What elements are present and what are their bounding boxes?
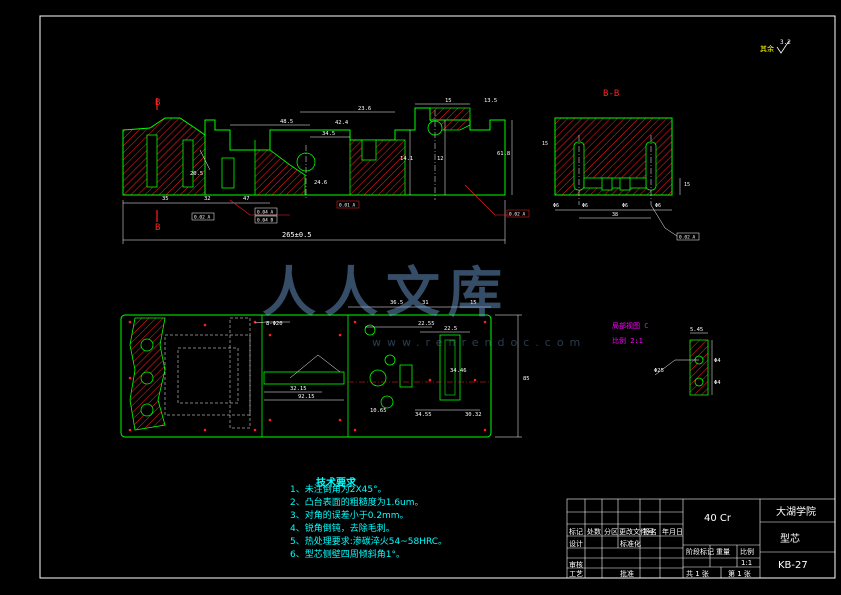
tolerance-frames: 0.02 A 0.04 A 0.04 B 0.01 A 0.02 A 0.02 … [191, 200, 700, 241]
row-label: 审核 [569, 561, 583, 569]
svg-text:31: 31 [422, 300, 429, 306]
detail-caption: 局部视图 C [612, 321, 648, 330]
svg-text:10.65: 10.65 [370, 408, 387, 414]
drawing-number: KB-27 [778, 560, 808, 571]
svg-text:0.02 A: 0.02 A [509, 212, 526, 218]
sheet-count: 共 1 张 [686, 570, 709, 578]
svg-text:Φ25: Φ25 [654, 368, 664, 374]
svg-text:23.6: 23.6 [358, 106, 371, 112]
notes-title: 技术要求 [316, 478, 356, 489]
right-header-weight: 重量 [716, 548, 730, 556]
svg-text:34.5: 34.5 [322, 131, 335, 137]
right-header-scale: 比例 [740, 548, 754, 556]
roughness-note: 其余 3.2 [760, 39, 791, 54]
svg-text:8-Φ20: 8-Φ20 [266, 321, 283, 327]
detail-view-c [654, 332, 713, 396]
scale-value: 1:1 [741, 559, 753, 567]
row-label: 批准 [620, 570, 634, 578]
svg-text:0.04 A: 0.04 A [257, 210, 274, 216]
watermark-url: www.renrendoc.com [372, 336, 587, 349]
svg-text:20.5: 20.5 [190, 171, 203, 177]
svg-text:15: 15 [470, 300, 477, 306]
section-mark-bottom: B [155, 223, 160, 233]
svg-text:92.15: 92.15 [298, 394, 315, 400]
svg-text:15: 15 [445, 98, 452, 104]
svg-text:Φ4: Φ4 [714, 380, 721, 386]
school-name: 大湖学院 [776, 507, 816, 518]
overall-length-dim: 265±0.5 [282, 231, 312, 239]
svg-text:24.6: 24.6 [314, 180, 327, 186]
front-section-view [122, 98, 513, 244]
header-cell: 分区 [604, 528, 618, 536]
svg-text:14.1: 14.1 [400, 156, 413, 162]
svg-text:13.5: 13.5 [484, 98, 497, 104]
plan-dimensions: 36.5 31 15 22.55 22.5 32.15 92.15 8-Φ20 … [266, 300, 530, 418]
section-label: B-B [603, 89, 619, 99]
right-header-stage: 阶段标记 [686, 548, 714, 556]
note-line: 2、凸台表面的粗糙度为1.6um。 [290, 498, 424, 508]
note-line: 1、未注倒角为2X45°。 [290, 485, 387, 495]
svg-text:0.04 B: 0.04 B [257, 218, 274, 224]
plan-view [120, 306, 522, 438]
detail-scale: 比例 2:1 [612, 336, 643, 345]
svg-text:Φ6: Φ6 [553, 203, 559, 209]
header-cell: 签名 [643, 528, 657, 536]
svg-text:35: 35 [162, 196, 169, 202]
header-cell: 标记 [569, 528, 583, 536]
svg-text:0.01 A: 0.01 A [339, 203, 356, 209]
side-section-view [554, 117, 681, 237]
technical-notes: 1、未注倒角为2X45°。 2、凸台表面的粗糙度为1.6um。 3、对角的误差小… [290, 484, 447, 562]
sheet-index: 第 1 张 [728, 570, 751, 578]
svg-text:32: 32 [204, 196, 211, 202]
svg-text:3.2: 3.2 [780, 39, 791, 46]
svg-text:36.5: 36.5 [390, 300, 403, 306]
svg-text:22.5: 22.5 [444, 326, 457, 332]
svg-text:32.15: 32.15 [290, 386, 307, 392]
note-line: 6、型芯侧壁四周倾斜角1°。 [290, 550, 405, 560]
part-name: 型芯 [780, 534, 800, 545]
detail-dimensions: 5.45 Φ25 Φ4 Φ4 [654, 327, 721, 386]
svg-text:47: 47 [243, 196, 250, 202]
svg-text:其余: 其余 [760, 44, 774, 53]
note-line: 4、锐角倒钝，去除毛刺。 [290, 524, 395, 534]
svg-text:15: 15 [684, 182, 690, 188]
svg-text:0.02 A: 0.02 A [194, 215, 211, 221]
svg-text:15: 15 [542, 141, 548, 147]
svg-text:Φ6: Φ6 [655, 203, 661, 209]
front-dimensions: 48.5 42.4 23.6 34.5 15 13.5 14.1 61.8 12… [162, 98, 510, 202]
row-label: 标准化 [620, 540, 641, 548]
material-field: 40 Cr [704, 513, 731, 524]
svg-text:42.4: 42.4 [335, 120, 349, 126]
svg-text:Φ6: Φ6 [622, 203, 628, 209]
svg-text:12: 12 [437, 156, 444, 162]
svg-text:22.55: 22.55 [418, 321, 435, 327]
svg-text:Φ4: Φ4 [714, 358, 721, 364]
svg-text:38: 38 [612, 212, 618, 218]
section-mark-top: B [155, 98, 160, 108]
svg-text:Φ6: Φ6 [582, 203, 588, 209]
svg-text:0.02 A: 0.02 A [679, 235, 696, 241]
svg-text:34.46: 34.46 [450, 368, 467, 374]
svg-text:30.32: 30.32 [465, 412, 482, 418]
row-label: 工艺 [569, 570, 583, 578]
sheet-frame [39, 15, 836, 579]
svg-text:48.5: 48.5 [280, 119, 293, 125]
svg-text:5.45: 5.45 [690, 327, 703, 333]
header-cell: 年月日 [662, 528, 683, 536]
row-label: 设计 [569, 540, 583, 548]
watermark: 人人文库 [262, 261, 510, 324]
svg-text:34.55: 34.55 [415, 412, 432, 418]
title-block [566, 498, 836, 579]
side-dimensions: 15 15 Φ6 Φ6 Φ6 Φ6 38 [542, 141, 690, 218]
header-cell: 更改文件号 [619, 528, 654, 536]
note-line: 3、对角的误差小于0.2mm。 [290, 511, 409, 521]
svg-text:85: 85 [523, 376, 530, 382]
header-cell: 处数 [587, 528, 601, 536]
svg-text:61.8: 61.8 [497, 151, 510, 157]
note-line: 5、热处理要求:渗碳淬火54~58HRC。 [290, 537, 448, 547]
